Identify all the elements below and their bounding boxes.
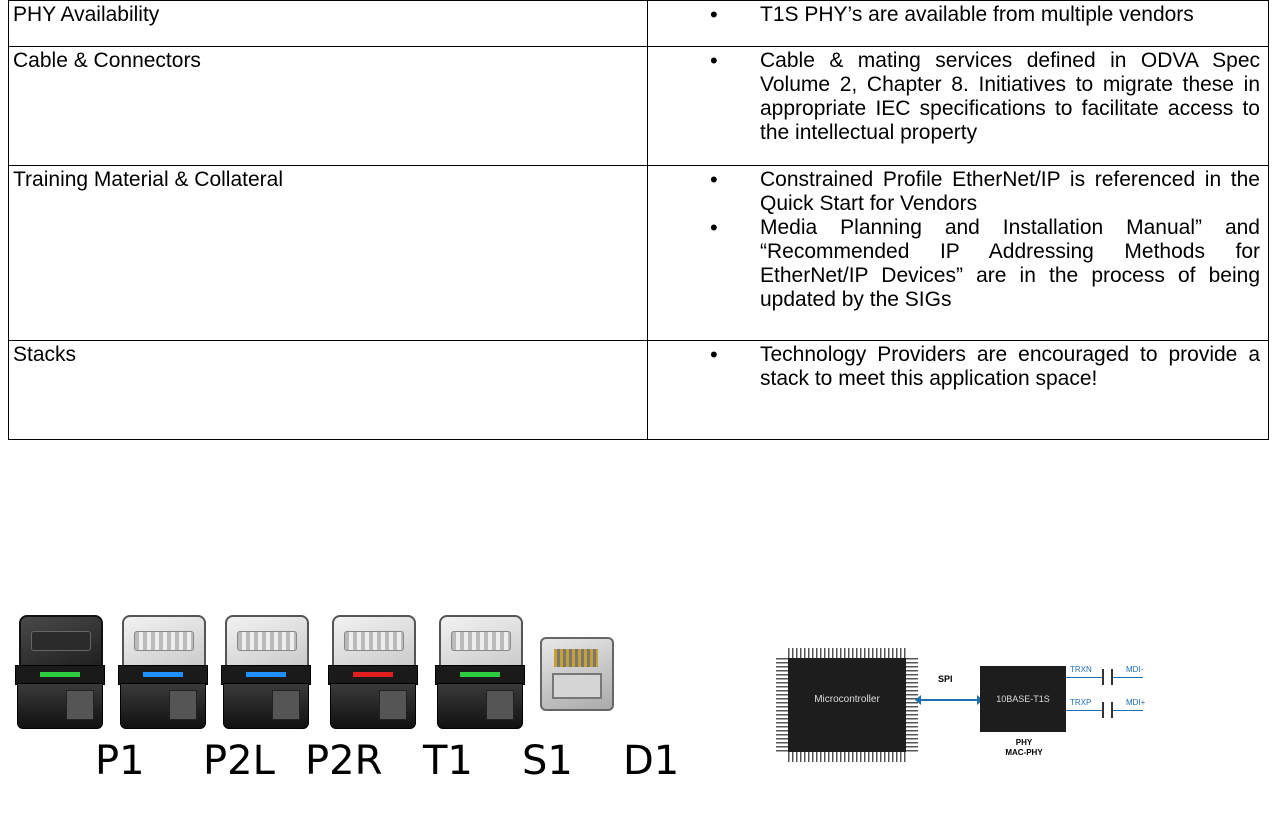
row-content: Constrained Profile EtherNet/IP is refer… [647, 165, 1269, 341]
trxp-label: TRXP [1070, 698, 1092, 707]
mdi-minus-label: MDI- [1126, 665, 1144, 674]
phy-chip-label: 10BASE-T1S [996, 694, 1050, 704]
led-strip [143, 672, 183, 677]
table-row: Cable & Connectors Cable & mating servic… [8, 46, 1269, 166]
bidirectional-arrow-icon [915, 695, 983, 705]
led-strip [353, 672, 393, 677]
bullet-item: Constrained Profile EtherNet/IP is refer… [648, 168, 1260, 216]
bullet-item: T1S PHY’s are available from multiple ve… [648, 3, 1260, 27]
chip-pins [788, 752, 906, 762]
module-base [120, 683, 206, 729]
phy-caption: PHY MAC-PHY [994, 738, 1054, 758]
row-label: Training Material & Collateral [8, 165, 648, 341]
row-content: Technology Providers are encouraged to p… [647, 340, 1269, 440]
led-strip [40, 672, 80, 677]
module-base [437, 683, 523, 729]
connector-modules-figure: P1 P2L P2R T1 S1 D1 [15, 615, 695, 815]
row-label: Stacks [8, 340, 648, 440]
module-cap [225, 615, 309, 671]
row-label: PHY Availability [8, 0, 648, 47]
bullet-list: Technology Providers are encouraged to p… [648, 343, 1260, 391]
connector-label-d1: D1 [623, 738, 680, 784]
bullet-item: Technology Providers are encouraged to p… [648, 343, 1260, 391]
row-content: Cable & mating services defined in ODVA … [647, 46, 1269, 166]
spi-label: SPI [938, 674, 953, 684]
capacitor-icon [1102, 669, 1113, 685]
phy-caption-line2: MAC-PHY [1005, 748, 1043, 757]
module-base [17, 683, 103, 729]
connector-p2r-image [221, 615, 311, 729]
mdi-plus-wire [1113, 710, 1143, 711]
connector-label-t1: T1 [423, 738, 473, 784]
requirements-table: PHY Availability T1S PHY’s are available… [8, 0, 1269, 440]
capacitor-icon [1102, 702, 1113, 718]
led-strip [460, 672, 500, 677]
microcontroller-label: Microcontroller [814, 694, 880, 705]
connector-label-p2r: P2R [305, 738, 383, 784]
module-cap [332, 615, 416, 671]
connector-t1-image [328, 615, 418, 729]
bullet-list: T1S PHY’s are available from multiple ve… [648, 3, 1260, 27]
module-base [330, 683, 416, 729]
chip-pins [906, 658, 918, 752]
chip-pins [788, 648, 906, 658]
bullet-item: Media Planning and Installation Manual” … [648, 216, 1260, 312]
table-row: PHY Availability T1S PHY’s are available… [8, 0, 1269, 47]
connector-p1-image [15, 615, 105, 729]
module-band [328, 665, 418, 685]
module-band [221, 665, 311, 685]
table-row: Training Material & Collateral Constrain… [8, 165, 1269, 341]
led-strip [246, 672, 286, 677]
connector-p2l-image [118, 615, 208, 729]
trxn-wire [1066, 677, 1102, 678]
connector-d1-image [540, 637, 614, 717]
bullet-item: Cable & mating services defined in ODVA … [648, 49, 1260, 145]
phy-chip-icon [980, 666, 1066, 732]
phy-caption-line1: PHY [1015, 738, 1033, 747]
module-band [15, 665, 105, 685]
mdi-plus-label: MDI+ [1126, 698, 1146, 707]
t1s-block-diagram: Microcontroller SPI 10BASE-T1S PHY MAC-P… [774, 648, 1214, 778]
module-cap [439, 615, 523, 671]
chip-pins [776, 658, 788, 752]
module-band [435, 665, 525, 685]
connector-label-p1: P1 [95, 738, 145, 784]
module-band [118, 665, 208, 685]
module-cap [19, 615, 103, 671]
row-content: T1S PHY’s are available from multiple ve… [647, 0, 1269, 47]
mdi-minus-wire [1113, 677, 1143, 678]
bullet-list: Cable & mating services defined in ODVA … [648, 49, 1260, 145]
trxn-label: TRXN [1070, 665, 1092, 674]
module-cap [122, 615, 206, 671]
module-body [540, 637, 614, 711]
module-base [223, 683, 309, 729]
connector-label-p2l: P2L [203, 738, 275, 784]
trxp-wire [1066, 710, 1102, 711]
bullet-list: Constrained Profile EtherNet/IP is refer… [648, 168, 1260, 312]
table-row: Stacks Technology Providers are encourag… [8, 340, 1269, 440]
row-label: Cable & Connectors [8, 46, 648, 166]
microcontroller-chip-icon [788, 658, 906, 752]
connector-label-s1: S1 [522, 738, 573, 784]
connector-s1-image [435, 615, 525, 729]
